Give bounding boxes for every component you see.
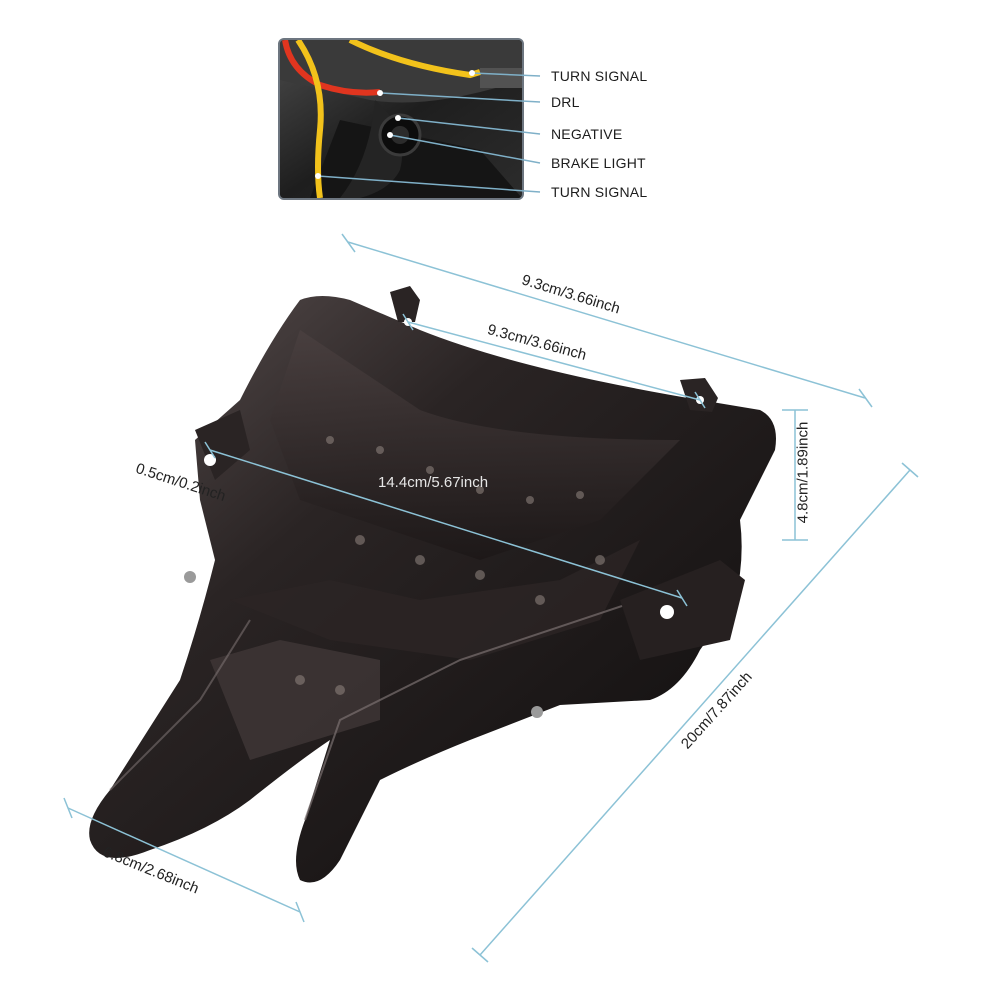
dim-diagonal-length: 14.4cm/5.67inch (378, 474, 489, 491)
label-negative: NEGATIVE (551, 126, 623, 142)
label-drl: DRL (551, 94, 580, 110)
dim-height: 4.8cm/1.89inch (794, 421, 812, 524)
label-brake-light: BRAKE LIGHT (551, 155, 646, 171)
label-turn-signal-top: TURN SIGNAL (551, 68, 648, 84)
label-turn-signal-bottom: TURN SIGNAL (551, 184, 648, 200)
